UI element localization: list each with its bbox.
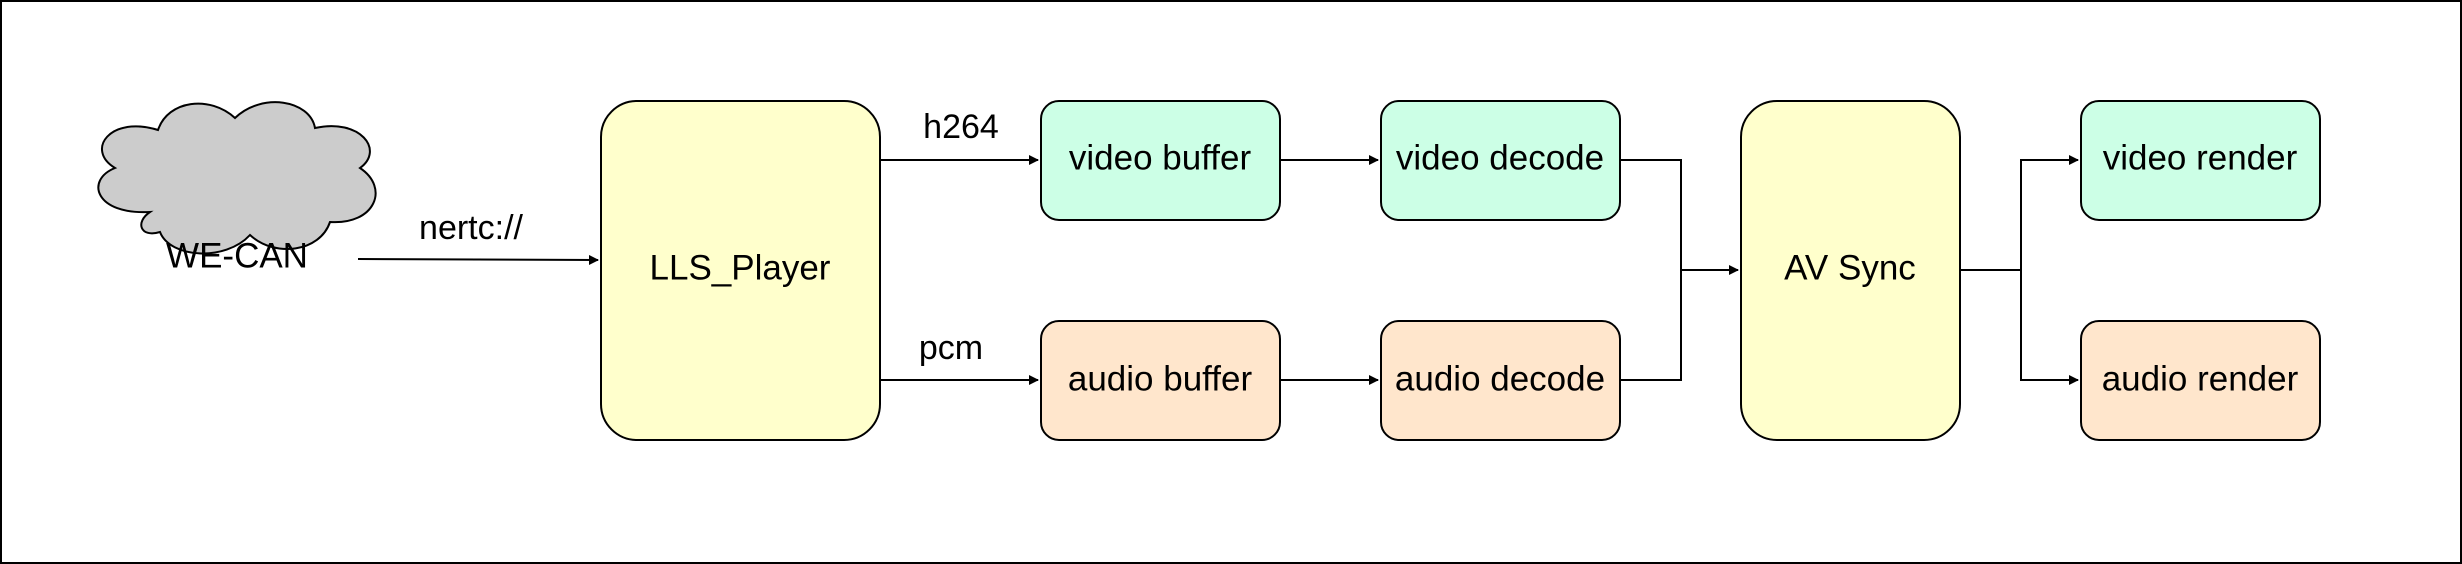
edge-label-pcm: pcm [919, 329, 983, 367]
edge-audio-decode-to-sync [1620, 270, 1682, 381]
edge-split-to-video-render [2020, 155, 2079, 270]
av-sync-node: AV Sync [1740, 100, 1961, 441]
video-decode-label: video decode [1396, 138, 1604, 177]
audio-render-box [2080, 320, 2321, 441]
edge-video-decode-to-sync [1620, 159, 1682, 270]
audio-buffer-label: audio buffer [1068, 359, 1253, 398]
video-buffer-label: video buffer [1069, 138, 1252, 177]
edge-split-to-audio-render [2020, 270, 2079, 385]
audio-render-node: audio render [2080, 320, 2321, 441]
audio-decode-node: audio decode [1380, 320, 1621, 441]
video-render-node: video render [2080, 100, 2321, 221]
we-can-label: WE-CAN [166, 236, 308, 275]
audio-decode-label: audio decode [1395, 359, 1605, 398]
edge-label-nertc: nertc:// [419, 209, 523, 247]
edges [357, 155, 2079, 385]
audio-buffer-node: audio buffer [1040, 320, 1281, 441]
we-can-cloud-node: WE-CAN [97, 101, 377, 275]
lls-player-node: LLS_Player [600, 100, 881, 441]
av-sync-label: AV Sync [1784, 248, 1916, 287]
audio-render-label: audio render [2102, 359, 2299, 398]
cloud-shape [97, 101, 377, 255]
lls-player-box [600, 100, 881, 441]
edge-label-h264: h264 [923, 108, 999, 146]
video-render-box [2080, 100, 2321, 221]
video-decode-node: video decode [1380, 100, 1621, 221]
video-buffer-node: video buffer [1040, 100, 1281, 221]
video-render-label: video render [2103, 138, 2298, 177]
edge-source-to-player [357, 254, 599, 265]
lls-player-label: LLS_Player [650, 248, 831, 287]
